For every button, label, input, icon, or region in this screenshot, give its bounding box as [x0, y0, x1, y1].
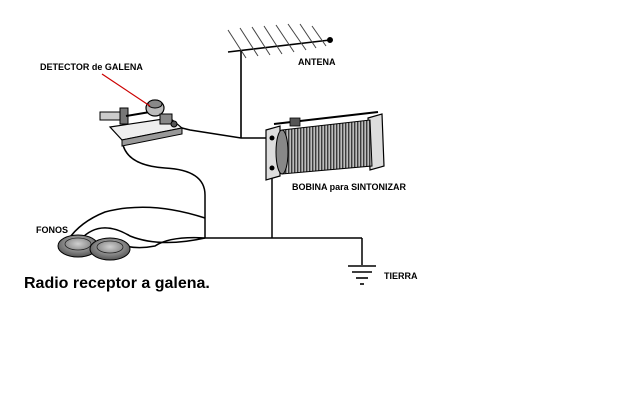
diagram-caption: Radio receptor a galena.: [24, 275, 210, 292]
circuit-wires: [67, 126, 363, 265]
headphones: [57, 234, 131, 261]
antenna-label: ANTENA: [298, 57, 336, 67]
detector-pointer: [101, 73, 151, 107]
ground-symbol: [348, 265, 376, 285]
ground-label: TIERRA: [384, 271, 418, 281]
crystal-detector: [99, 99, 184, 147]
tuning-coil: [265, 111, 385, 181]
phones-label: FONOS: [36, 225, 69, 235]
antenna: [227, 23, 333, 138]
coil-label: BOBINA para SINTONIZAR: [292, 182, 407, 192]
detector-label: DETECTOR de GALENA: [40, 62, 143, 72]
